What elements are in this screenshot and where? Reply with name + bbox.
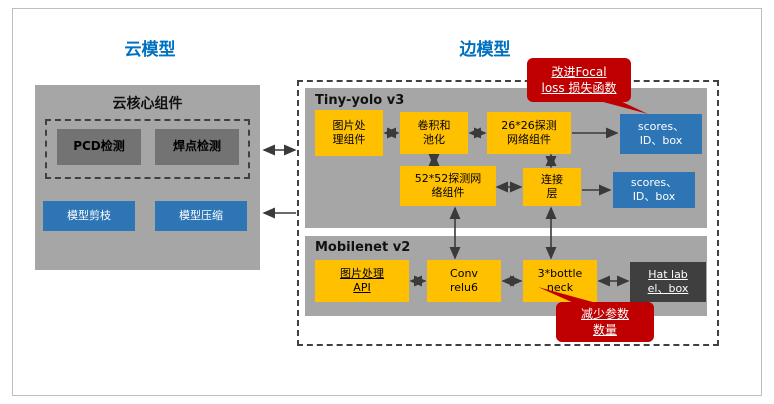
cloud-detect-group (45, 119, 250, 179)
bottleneck-node: 3*bottle neck (523, 260, 597, 302)
hat-label-output: Hat lab el、box (630, 262, 706, 302)
concat-layer-node: 连接 层 (523, 168, 581, 206)
focal-loss-callout: 改进Focal loss 损失函数 (527, 58, 631, 102)
detect-26-node: 26*26探测 网络组件 (487, 112, 571, 154)
model-compress-node: 模型压缩 (155, 201, 247, 231)
conv-relu6-node: Conv relu6 (427, 260, 501, 302)
detect-52-node: 52*52探测网 络组件 (400, 166, 496, 206)
tiny-yolo-title: Tiny-yolo v3 (315, 93, 405, 108)
cloud-model-title: 云模型 (124, 40, 176, 60)
model-prune-node: 模型剪枝 (43, 201, 135, 231)
scores-output-2: scores、 ID、box (613, 172, 695, 208)
cloud-core-title: 云核心组件 (112, 96, 183, 112)
conv-pool-node: 卷积和 池化 (400, 112, 468, 154)
edge-model-container (297, 80, 719, 346)
tiny-yolo-panel: Tiny-yolo v3 图片处 理组件 卷积和 池化 26*26探测 网络组件… (305, 88, 707, 228)
reduce-params-callout: 减少参数 数量 (556, 302, 654, 342)
edge-model-title: 边模型 (459, 40, 511, 60)
image-process-node: 图片处 理组件 (315, 110, 383, 156)
image-api-node: 图片处理 API (315, 260, 409, 302)
weld-detect-node: 焊点检测 (155, 129, 239, 165)
pcd-detect-node: PCD检测 (57, 129, 141, 165)
mobilenet-title: Mobilenet v2 (315, 240, 411, 255)
scores-output-1: scores、 ID、box (620, 114, 702, 154)
cloud-core-panel: 云核心组件 PCD检测 焊点检测 模型剪枝 模型压缩 (35, 85, 260, 270)
